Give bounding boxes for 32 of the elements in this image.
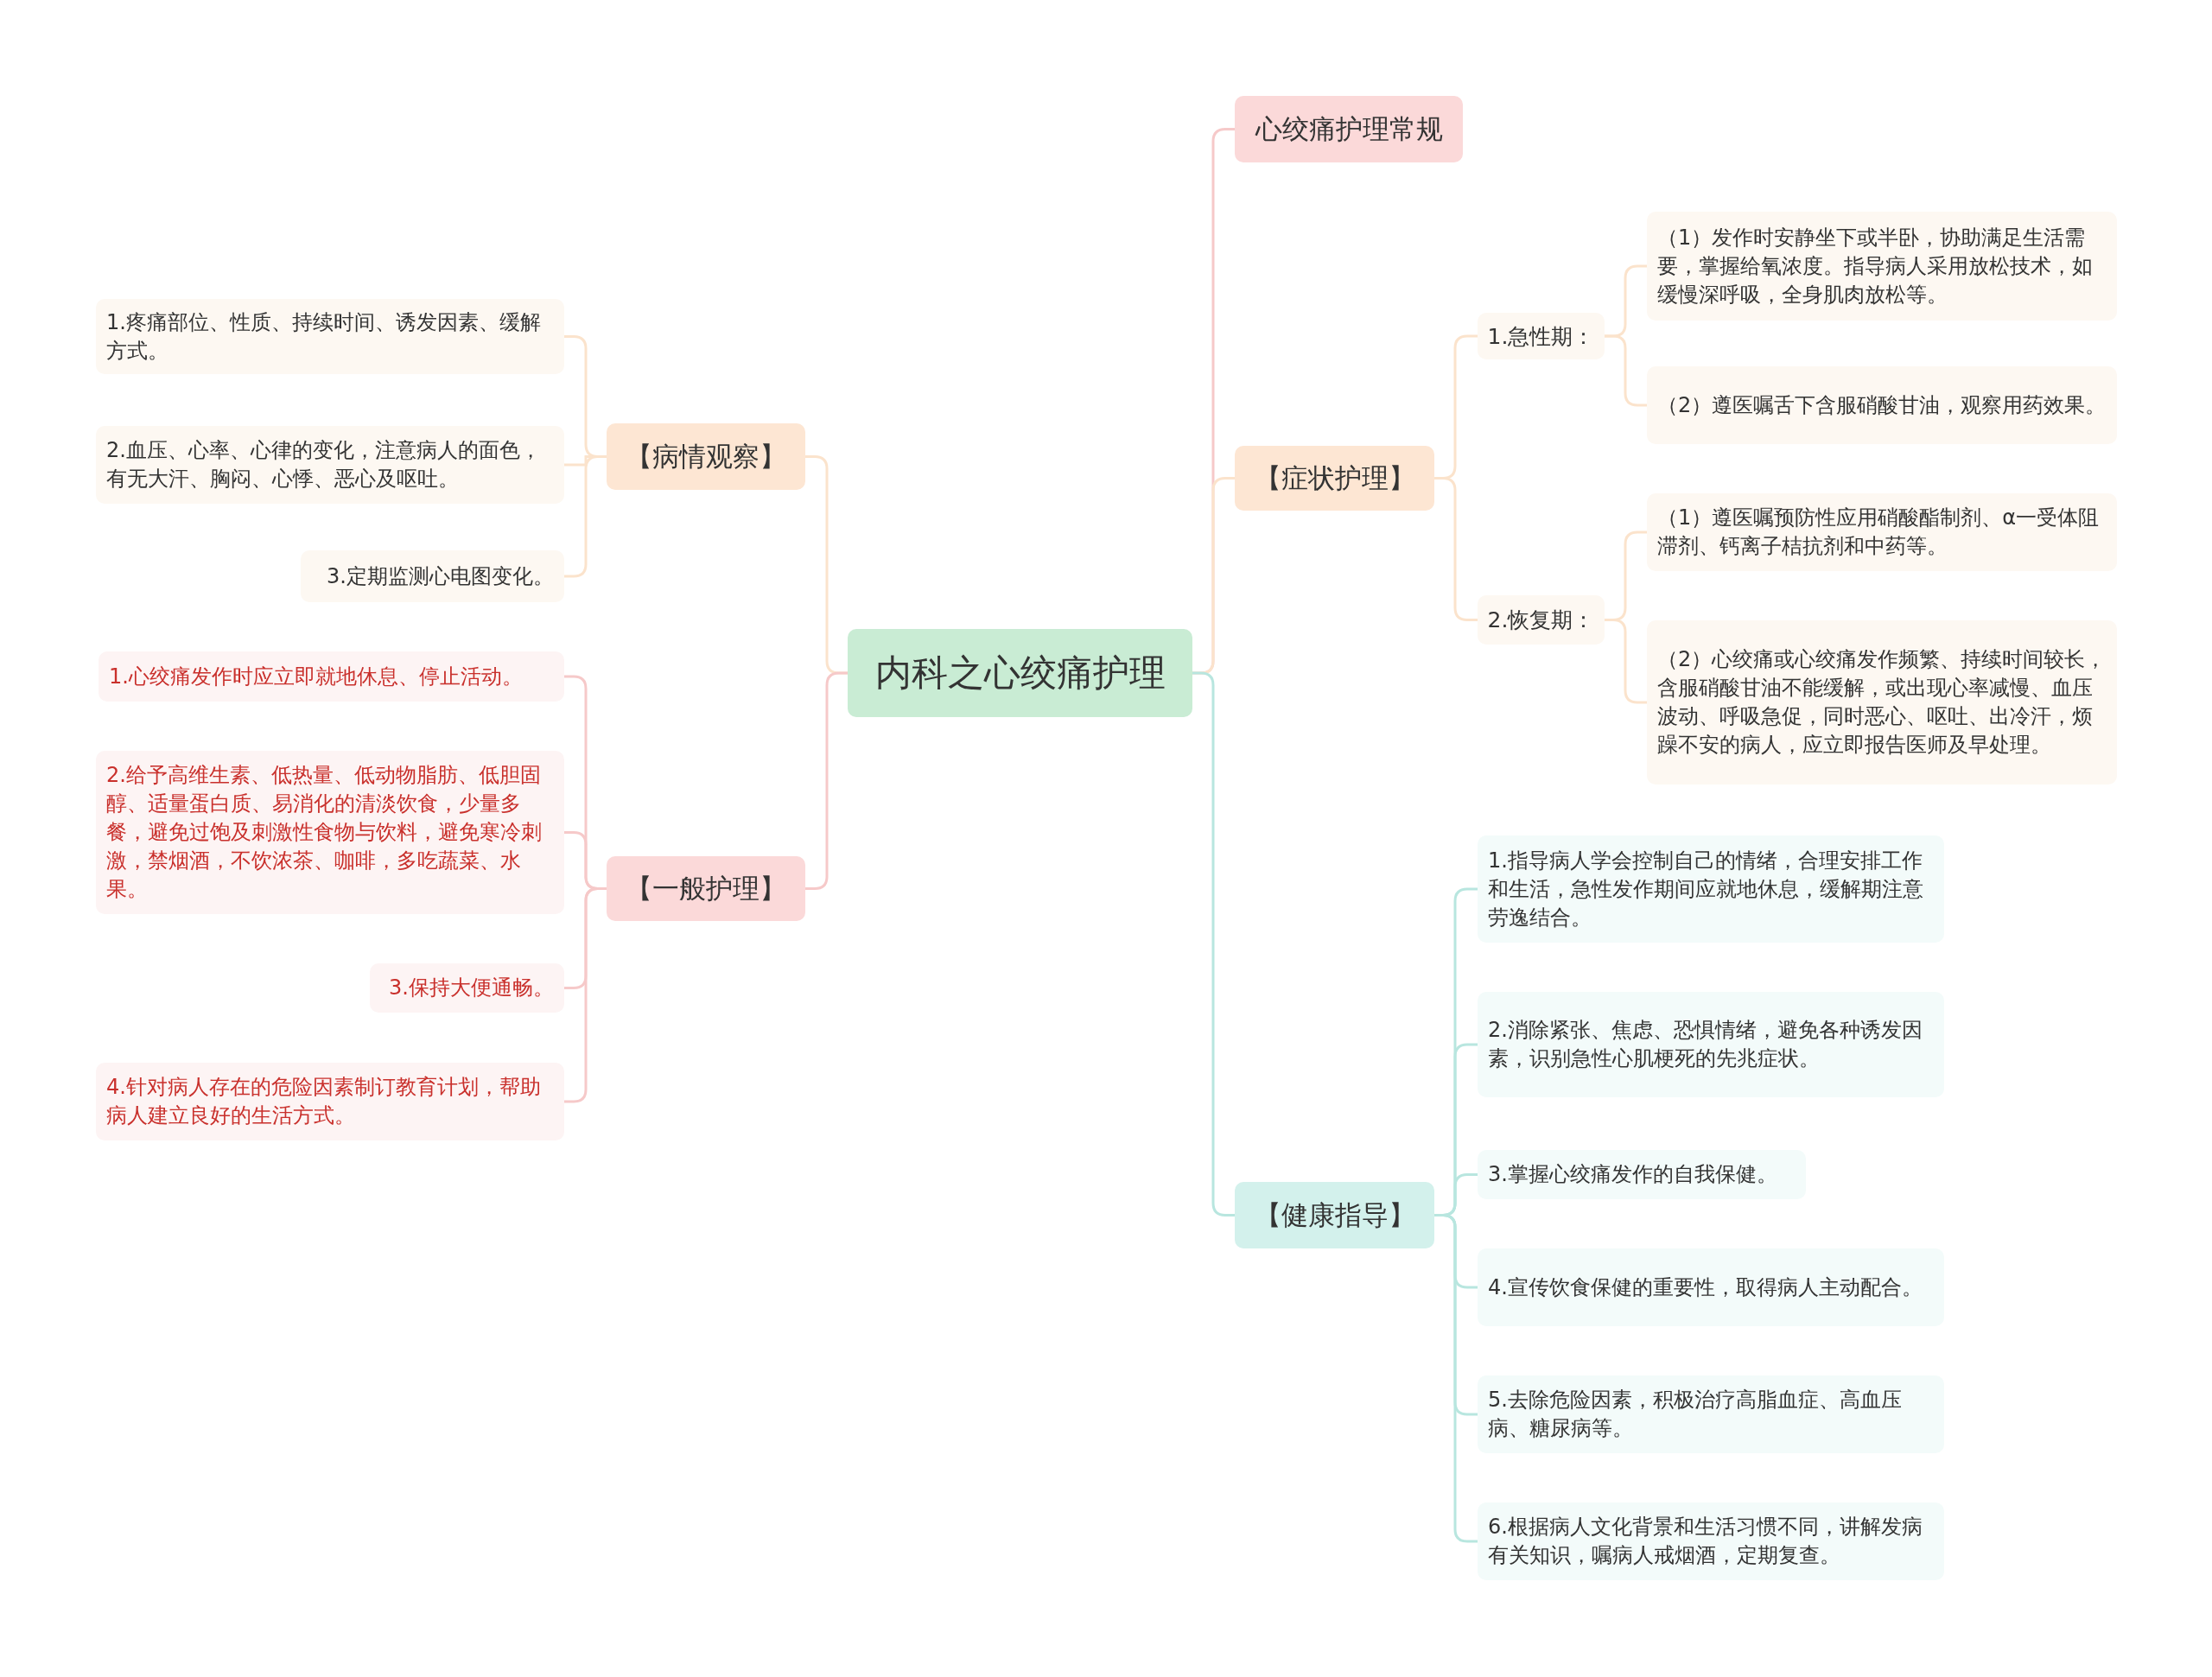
connector-line [1434,477,1478,621]
subtopic-box: 1.急性期： [1478,313,1605,359]
note-box: 4.宣传饮食保健的重要性，取得病人主动配合。 [1478,1248,1944,1326]
note-box: 2.给予高维生素、低热量、低动物脂肪、低胆固醇、适量蛋白质、易消化的清淡饮食，少量多餐，避免过饱及刺激性食物与饮料，避免寒冷刺激，禁烟酒，不饮浓茶、咖啡，多吃蔬菜、水果。 [96,751,564,914]
branch-box: 心绞痛护理常规 [1235,96,1463,162]
branch-box: 【症状护理】 [1235,446,1434,511]
connector-line [1605,619,1647,704]
note-box: （2）遵医嘱舌下含服硝酸甘油，观察用药效果。 [1647,366,2117,444]
note-box: （1）发作时安静坐下或半卧，协助满足生活需要，掌握给氧浓度。指导病人采用放松技术，如缓慢深呼吸，全身肌肉放松等。 [1647,212,2117,321]
note-box: 3.保持大便通畅。 [370,963,564,1013]
note-box: 3.定期监测心电图变化。 [301,550,564,602]
note-box: 1.指导病人学会控制自己的情绪，合理安排工作和生活，急性发作期间应就地休息，缓解期注意劳逸结合。 [1478,835,1944,943]
note-box: 1.疼痛部位、性质、持续时间、诱发因素、缓解方式。 [96,299,564,374]
note-box: 4.针对病人存在的危险因素制订教育计划，帮助病人建立良好的生活方式。 [96,1063,564,1140]
note-box: 3.掌握心绞痛发作的自我保健。 [1478,1150,1806,1199]
subtopic-box: 2.恢复期： [1478,595,1605,645]
note-box: 6.根据病人文化背景和生活习惯不同，讲解发病有关知识，嘱病人戒烟酒，定期复查。 [1478,1502,1944,1580]
connector-line [1192,671,1235,1216]
note-box: 1.心绞痛发作时应立即就地休息、停止活动。 [99,651,564,702]
note-box: 5.去除危险因素，积极治疗高脂血症、高血压病、糖尿病等。 [1478,1375,1944,1453]
note-box: 2.消除紧张、焦虑、恐惧情绪，避免各种诱发因素，识别急性心肌梗死的先兆症状。 [1478,992,1944,1097]
branch-box: 【健康指导】 [1235,1182,1434,1248]
connector-line [1605,334,1647,407]
note-box: （1）遵医嘱预防性应用硝酸酯制剂、α一受体阻滞剂、钙离子桔抗剂和中药等。 [1647,493,2117,571]
connector-line [805,671,848,890]
branch-box: 【病情观察】 [607,423,805,490]
branch-box: 【一般护理】 [607,856,805,921]
connector-line [564,887,607,1103]
connector-line [564,455,607,578]
note-box: 2.血压、心率、心律的变化，注意病人的面色，有无大汗、胸闷、心悸、恶心及呕吐。 [96,426,564,504]
note-box: （2）心绞痛或心绞痛发作频繁、持续时间较长，含服硝酸甘油不能缓解，或出现心率减慢、血压波动、呼吸急促，同时恶心、呕吐、出冷汗，烦躁不安的病人，应立即报告医师及早处理。 [1647,620,2117,785]
central-topic-box: 内科之心绞痛护理 [848,629,1192,717]
